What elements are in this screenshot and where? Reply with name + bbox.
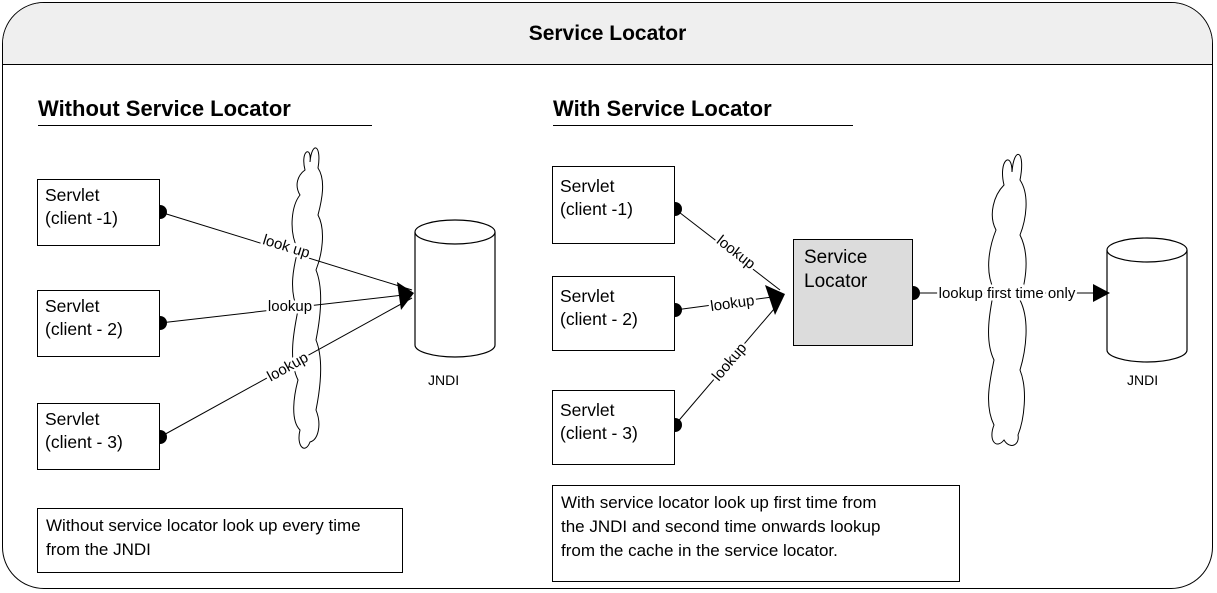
without-note-line-1: Without service locator look up every ti… xyxy=(46,516,361,535)
first-time-edge-label: lookup first time only xyxy=(939,285,1076,302)
without-arrowhead-icon xyxy=(397,282,414,310)
with-client-1: Servlet (client -1) xyxy=(552,166,675,244)
jndi-label-left: JNDI xyxy=(428,372,460,388)
with-client-2-subtitle: (client - 2) xyxy=(560,309,638,329)
with-connectors xyxy=(674,208,1095,426)
service-locator-line-2: Locator xyxy=(804,271,868,292)
with-note-line-2: the JNDI and second time onwards lookup xyxy=(561,517,881,536)
jndi-database-left-icon xyxy=(414,219,496,358)
with-client-2-title: Servlet xyxy=(560,286,615,306)
with-arrowhead-icon xyxy=(765,285,785,315)
without-note: Without service locator look up every ti… xyxy=(37,508,403,573)
without-client-1-subtitle: (client -1) xyxy=(45,208,118,228)
service-locator-box: Service Locator xyxy=(793,239,913,346)
without-client-3: Servlet (client - 3) xyxy=(37,403,160,470)
without-edge-label-2: lookup xyxy=(268,298,312,315)
without-edge-label-1: look up xyxy=(261,231,312,261)
jndi-label-right: JNDI xyxy=(1127,372,1159,388)
without-client-3-subtitle: (client - 3) xyxy=(45,432,123,452)
with-client-2: Servlet (client - 2) xyxy=(552,276,675,351)
with-client-3-title: Servlet xyxy=(560,400,615,420)
with-heading: With Service Locator xyxy=(553,96,772,121)
with-client-1-title: Servlet xyxy=(560,176,615,196)
with-client-3-subtitle: (client - 3) xyxy=(560,423,638,443)
without-client-2: Servlet (client - 2) xyxy=(37,290,160,357)
with-edge-label-2: lookup xyxy=(709,292,755,315)
without-heading-rule xyxy=(38,125,372,126)
with-client-3: Servlet (client - 3) xyxy=(552,390,675,465)
with-edge-label-3: lookup xyxy=(709,340,750,385)
with-edge-label-1: lookup xyxy=(713,232,758,273)
service-locator-line-1: Service xyxy=(804,247,868,268)
jndi-database-right-icon xyxy=(1106,237,1188,363)
without-client-3-title: Servlet xyxy=(45,409,100,429)
with-note-line-1: With service locator look up first time … xyxy=(561,493,877,512)
without-heading: Without Service Locator xyxy=(38,96,291,121)
network-cloud-left xyxy=(291,147,324,449)
with-note: With service locator look up first time … xyxy=(552,485,960,582)
without-edge-label-3: lookup xyxy=(264,349,311,385)
first-time-arrowhead-icon xyxy=(1093,284,1110,302)
without-connectors xyxy=(159,211,413,438)
with-client-1-subtitle: (client -1) xyxy=(560,199,633,219)
without-client-1-title: Servlet xyxy=(45,185,100,205)
with-heading-rule xyxy=(553,125,853,126)
without-client-2-subtitle: (client - 2) xyxy=(45,319,123,339)
with-note-line-3: from the cache in the service locator. xyxy=(561,541,838,560)
network-cloud-right xyxy=(988,153,1027,446)
diagram-title: Service Locator xyxy=(3,3,1212,65)
without-client-2-title: Servlet xyxy=(45,296,100,316)
without-note-line-2: from the JNDI xyxy=(46,540,151,559)
without-client-1: Servlet (client -1) xyxy=(37,179,160,246)
